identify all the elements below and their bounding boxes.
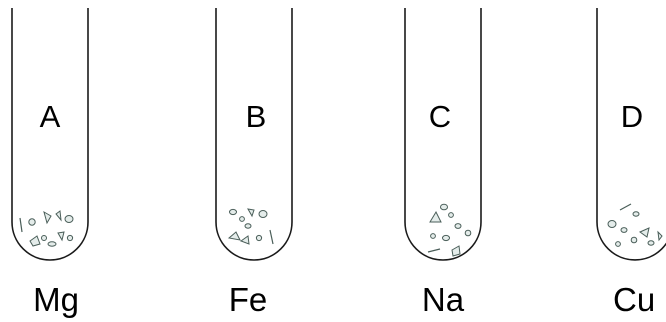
metal-label: Mg xyxy=(33,281,79,318)
metal-particles xyxy=(427,203,472,257)
test-tube-a: A Mg xyxy=(11,8,89,318)
tube-outline xyxy=(11,8,89,261)
tube-letter: A xyxy=(40,99,61,134)
metal-label: Na xyxy=(422,281,465,318)
tube-letter: C xyxy=(429,99,451,134)
metal-particles xyxy=(607,203,663,247)
tube-letter: B xyxy=(246,99,267,134)
tube-outline xyxy=(596,8,666,261)
metal-label: Cu xyxy=(613,281,655,318)
test-tube-d: D Cu xyxy=(596,8,666,318)
test-tube-c: C Na xyxy=(404,8,482,318)
metal-particles xyxy=(227,208,274,245)
tube-outline xyxy=(404,8,482,261)
test-tube-b: B Fe xyxy=(215,8,293,318)
tube-letter: D xyxy=(621,99,643,134)
tube-outline xyxy=(215,8,293,261)
metal-label: Fe xyxy=(229,281,268,318)
metal-particles xyxy=(19,210,74,247)
